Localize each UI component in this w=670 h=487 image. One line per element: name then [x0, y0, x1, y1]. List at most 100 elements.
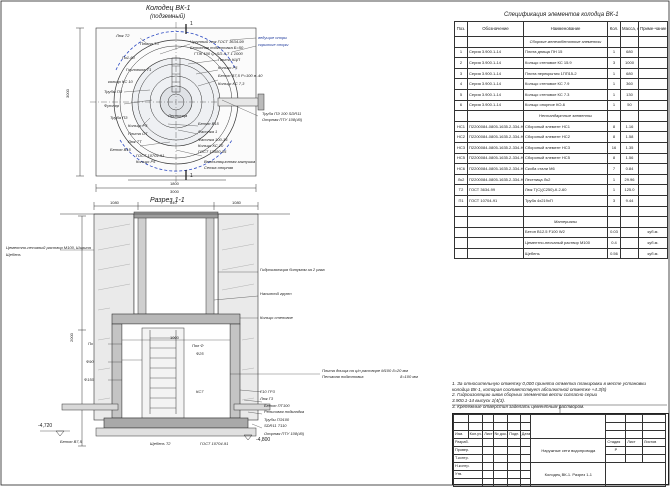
spec-section-title: Сборные железобетонные элементы — [523, 36, 608, 48]
plan-callout: Плита Т3 — [140, 41, 159, 46]
section-dim-top: 1080 — [110, 200, 119, 205]
section-callout-right: Гидроизоляция битумом за 2 раза — [260, 267, 325, 272]
pipe-label3: δ=100 мм — [400, 374, 418, 379]
plan-callout: Бетонная подготовка Б=50 — [190, 45, 244, 50]
plan-callout: ГОСТ 13580-85 — [198, 149, 227, 154]
plan-callout: Фасонка 100-15 — [198, 137, 228, 142]
note-line: 2. Гидроизоляцию швов сборных элементов … — [452, 392, 598, 398]
section-callout-left: Ф150 — [84, 377, 94, 382]
plan-callout: Трубы ПЗ — [104, 89, 123, 94]
plan-callout: Труба ПЭ 100 SDR11 — [262, 111, 302, 116]
plan-subtitle: (подземный) — [150, 14, 186, 20]
title-block-project: Наружные сети водопровода — [530, 438, 607, 463]
section-callout-right: Кольцо стеновое — [260, 315, 293, 320]
plan-callout: Сетка опорная — [204, 165, 234, 170]
plan-dim-bottom2: 1800 — [170, 181, 179, 186]
bottom-label2: Щебень Т2 — [150, 441, 171, 446]
section-dim-top: 840 — [170, 200, 177, 205]
plan-callout: Бетон В15 — [110, 147, 131, 152]
section-dim-inner: 1000 — [170, 335, 179, 340]
plan-callout: Бетон В15 — [198, 121, 219, 126]
spec-header: Приме-чание — [638, 21, 668, 37]
note-line: 3.900.1-14 выпуск 1(4(3). — [452, 398, 506, 404]
plan-dim-bottom: 3000 — [170, 189, 179, 194]
stamp-sheet-header: Лист — [625, 438, 643, 447]
section-mark-top: 1 — [190, 21, 193, 27]
bottom-label3: ГОСТ 10704-91 — [200, 441, 229, 446]
plan-callout: Плита ОТ — [128, 131, 148, 136]
plan-callout: Кольцо Р5 — [128, 123, 148, 128]
note-line: колодца ВК-1, которая соответствует абсо… — [452, 386, 607, 392]
spec-title: Спецификация элементов колодца ВК-1 — [504, 12, 619, 18]
spec-header: Кол. — [607, 21, 621, 37]
general-notes: 1. За относительную отметку 0,000 принят… — [452, 381, 667, 410]
plan-callout: Кольцо Р5 — [218, 65, 238, 70]
pipe-label: Плита днища на ц/п растворе М100 δ=20 мм — [322, 368, 408, 373]
plan-callout: Лестница — [168, 113, 188, 118]
pipe-label2: Песчаная подготовка — [322, 374, 364, 379]
plan-callout: Труба ПЗ — [110, 115, 128, 120]
stamp-stage-header: Стадия — [605, 438, 627, 447]
section-callout-right: Пол Ф — [192, 343, 204, 348]
section-callout-right: Трубы ПЭ100 — [264, 417, 290, 422]
section-callout-right: Бетон ПТ100 — [264, 403, 290, 408]
level-bottom: -4,800 — [256, 437, 271, 443]
section-dim-top: 1080 — [232, 200, 241, 205]
stamp-stage: Р — [605, 446, 627, 455]
section-callout-left: Ф25 — [196, 351, 204, 356]
stamp-sheets-header: Листов — [641, 438, 667, 447]
section-mark-bottom: 1 — [190, 173, 193, 179]
section-callout-right: Люк Г3 — [260, 396, 274, 401]
plan-callout: Футляр — [104, 103, 120, 108]
plan-callout: Пз1-60 — [122, 55, 135, 60]
plan-callout: Люк ТТ — [128, 139, 142, 144]
spec-header-row: Поз. Обозначение Наименование Кол. Масса… — [454, 21, 668, 37]
spec-header: Масса, ед. кг — [620, 21, 639, 37]
section-callout-left: Ф90 — [86, 359, 94, 364]
plan-callout: скрытые опоры — [258, 42, 289, 47]
plan-callout: ГОСТ 10704-91 — [136, 153, 165, 158]
plan-callout: Чугунный люк ГОСТ 3634-99 — [190, 39, 244, 44]
note-line: 3. Крепежные отверстия заделать цементны… — [452, 403, 585, 409]
section-callout-left: Пз — [88, 341, 93, 346]
section-view — [40, 202, 320, 447]
plan-callout: Кольцо КС 7,3 — [218, 81, 245, 86]
plan-callout: ведущие опоры — [258, 35, 288, 40]
section-callout-right: Опорная ПТУ 108(40) — [264, 431, 305, 436]
section-callout-right: Насыпной грунт — [260, 291, 292, 296]
plan-callout: ГТЖ 100 Q=SD-5 Т 1 1000 — [194, 51, 243, 56]
section-left-label2: Щебень — [6, 252, 21, 257]
spec-header: Поз. — [454, 21, 468, 37]
spec-header: Обозначение — [467, 21, 524, 37]
specification-table: Поз. Обозначение Наименование Кол. Масса… — [454, 21, 668, 260]
plan-callout: Бетон В7,5 Р=100 в..40 — [218, 73, 263, 78]
plan-callout: Фасонка 1 — [198, 129, 218, 134]
section-callout-right: Рельсовая подкладка — [264, 409, 305, 414]
plan-callout: Вентиляционная заглушка — [204, 159, 256, 164]
spec-section-title: Нестандартные элементы — [523, 110, 608, 122]
spec-header: Наименование — [523, 21, 608, 37]
section-callout-right: SDR11 Т110 — [264, 423, 287, 428]
level-left: -4,720 — [38, 423, 53, 429]
plan-callout: Плита КЦП — [218, 57, 241, 62]
plan-callout: Кольцо КС 10 — [198, 143, 224, 148]
spec-section-title: Материалы — [523, 216, 608, 228]
plan-callout: Люк Т2 — [116, 33, 130, 38]
